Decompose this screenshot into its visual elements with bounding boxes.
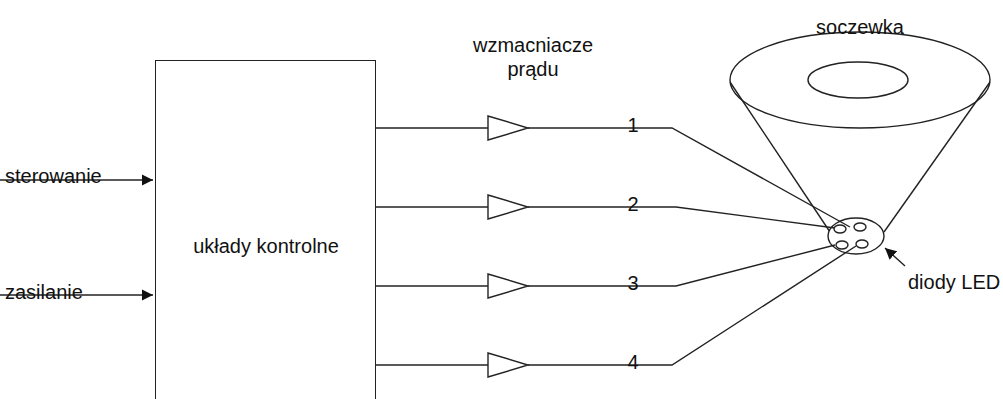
led	[834, 225, 846, 233]
led-holder	[828, 218, 884, 254]
process-box: układy kontrolne	[155, 60, 376, 399]
wire	[375, 285, 488, 286]
led	[836, 241, 848, 249]
amplifier-symbol	[488, 353, 528, 377]
wire	[375, 364, 488, 365]
lens-top	[730, 32, 990, 128]
part-name: soczewka	[816, 15, 904, 39]
signal-name: sterowanie	[5, 164, 102, 188]
pointer-arrow	[885, 248, 905, 266]
wire	[528, 246, 856, 365]
callout-number: 4	[627, 350, 638, 374]
amplifier-symbol	[488, 195, 528, 219]
wire	[528, 207, 835, 228]
signal-name: zasilanie	[5, 280, 83, 304]
wire	[528, 128, 850, 227]
lens-side	[730, 82, 830, 232]
box-label: układy kontrolne	[193, 235, 339, 258]
part-name: diody LED	[908, 270, 1000, 294]
callout-number: 3	[627, 271, 638, 295]
part-name: wzmacniacze prądu	[468, 33, 598, 81]
callout-number: 2	[627, 192, 638, 216]
amplifier-symbol	[488, 274, 528, 298]
lens-side	[884, 82, 990, 232]
callout-number: 1	[627, 113, 638, 137]
lens-inner	[808, 62, 908, 98]
wire	[375, 206, 488, 207]
wire	[375, 127, 488, 128]
led	[856, 240, 868, 248]
wire	[528, 245, 835, 286]
led	[854, 223, 866, 231]
amplifier-symbol	[488, 116, 528, 140]
